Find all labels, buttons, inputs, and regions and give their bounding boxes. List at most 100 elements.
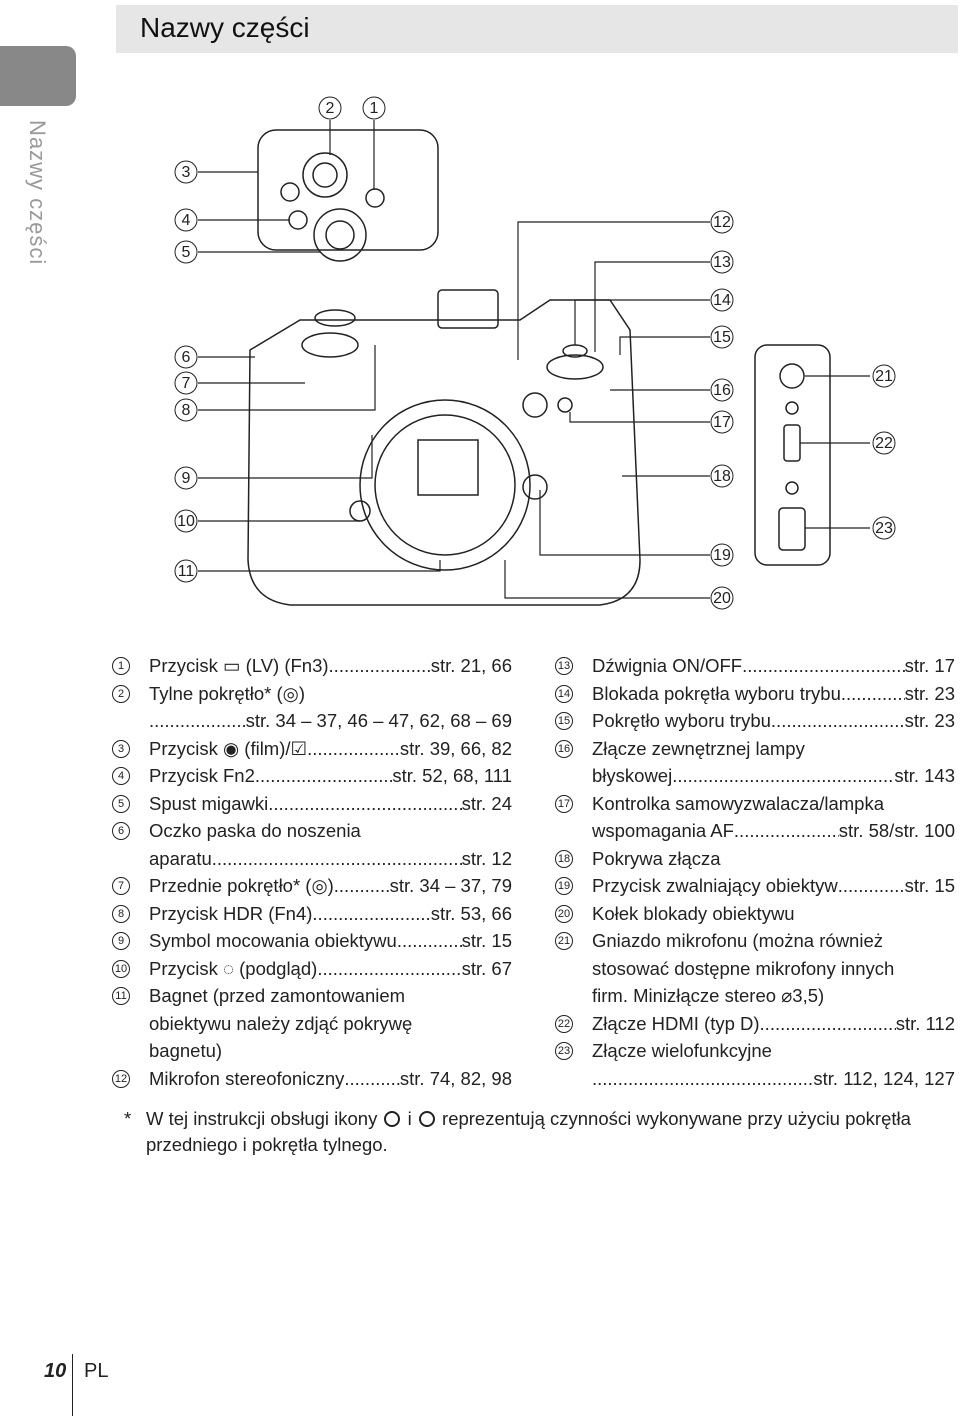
callout-label: 5: [182, 244, 191, 261]
dot-leader: [838, 872, 905, 900]
dot-leader: [760, 1010, 896, 1038]
callout-14: 14: [710, 288, 734, 312]
dot-leader: [734, 817, 839, 845]
page-reference: str. 53, 66: [430, 902, 512, 924]
part-name: wspomagania AF: [592, 820, 734, 841]
dot-leader: [592, 1065, 813, 1093]
part-number: 15: [555, 712, 573, 730]
part-name: Przycisk ◌ (podgląd): [149, 957, 318, 979]
page-reference: str. 58/str. 100: [838, 820, 955, 841]
callout-label: 1: [370, 100, 379, 117]
part-number: 5: [112, 794, 130, 813]
part-name: firm. Minizłącze stereo ⌀3,5): [592, 985, 825, 1006]
callout-8: 8: [174, 398, 198, 422]
leader-lines: [198, 120, 870, 599]
part-name: Bagnet (przed zamontowaniem: [149, 985, 406, 1006]
callout-label: 20: [713, 590, 731, 607]
part-number: 9: [112, 932, 130, 950]
part-name: Kontrolka samowyzwalacza/lampka: [592, 792, 885, 814]
dot-leader: [255, 762, 392, 790]
part-number: 6: [112, 822, 130, 840]
callout-label: 16: [713, 382, 731, 399]
part-name: Przycisk zwalniający obiektyw: [592, 875, 838, 896]
dot-leader: [212, 845, 462, 873]
rear-dial-icon: [418, 1111, 435, 1127]
part-name: stosować dostępne mikrofony innych: [592, 957, 895, 979]
part-number: 8: [112, 904, 130, 923]
footnote-text-start: W tej instrukcji obsługi ikony: [146, 1108, 378, 1129]
part-number: 14: [555, 684, 573, 703]
callout-label: 7: [182, 375, 191, 392]
part-name: Kołek blokady obiektywu: [592, 902, 795, 924]
section-tab: [0, 46, 76, 106]
dot-leader: [307, 735, 400, 763]
callout-18: 18: [710, 464, 734, 488]
part-number: 22: [555, 1014, 573, 1033]
dot-leader: [268, 790, 461, 818]
dot-leader: [149, 707, 246, 735]
callout-label: 22: [875, 435, 893, 452]
part-number: 4: [112, 767, 130, 785]
part-number: 3: [112, 739, 130, 758]
part-name: Przycisk Fn2: [149, 765, 255, 786]
dot-leader: [742, 652, 905, 680]
part-number: 10: [112, 959, 130, 978]
page-reference: str. 74, 82, 98: [399, 1067, 512, 1089]
callout-label: 2: [326, 100, 335, 117]
dot-leader: [312, 900, 430, 928]
side-section-label: Nazwy części: [25, 120, 50, 266]
part-number: 20: [555, 904, 573, 923]
part-name: Przycisk ▭ (LV) (Fn3): [149, 655, 329, 676]
dot-leader: [344, 1065, 400, 1093]
dot-leader: [317, 955, 461, 983]
callout-label: 15: [713, 329, 731, 346]
page-reference: str. 52, 68, 111: [392, 765, 512, 786]
page-reference: str. 39, 66, 82: [399, 737, 512, 759]
footnote: * W tej instrukcji obsługi ikony i repre…: [124, 1106, 944, 1158]
page-reference: str. 112: [895, 1012, 955, 1034]
part-item-10: 10 Przycisk ◌ (podgląd) str. 67: [112, 955, 512, 983]
part-name: bagnetu): [149, 1040, 223, 1061]
part-name: obiektywu należy zdjąć pokrywę: [149, 1012, 413, 1034]
part-item-20: 20 Kołek blokady obiektywu: [555, 900, 955, 928]
dot-leader: [771, 707, 905, 735]
part-number: 11: [112, 987, 130, 1005]
part-name: Blokada pokrętła wyboru trybu: [592, 682, 841, 704]
callout-label: 19: [713, 547, 731, 564]
callout-6: 6: [174, 345, 198, 369]
callout-16: 16: [710, 378, 734, 402]
callout-label: 23: [875, 520, 893, 537]
footnote-text-middle: i: [407, 1108, 412, 1129]
callout-20: 20: [710, 586, 734, 610]
callout-2: 2: [318, 96, 342, 120]
page-reference: str. 67: [461, 957, 512, 979]
callout-label: 13: [713, 254, 731, 271]
footnote-asterisk: *: [124, 1108, 132, 1129]
callout-label: 4: [182, 212, 191, 229]
camera-top-illustration: [257, 129, 439, 262]
page-reference: str. 143: [894, 765, 955, 786]
camera-side-ports-illustration: [754, 344, 831, 566]
part-number: 18: [555, 849, 573, 868]
part-number: 7: [112, 877, 130, 895]
part-name: Mikrofon stereofoniczny: [149, 1067, 345, 1089]
callout-11: 11: [174, 559, 198, 583]
header-band: [116, 5, 958, 53]
part-number: 21: [555, 932, 573, 950]
callout-9: 9: [174, 466, 198, 490]
page-number: 10: [44, 1360, 67, 1382]
callout-label: 14: [713, 292, 731, 309]
camera-front-illustration: [247, 289, 641, 606]
callout-15: 15: [710, 325, 734, 349]
